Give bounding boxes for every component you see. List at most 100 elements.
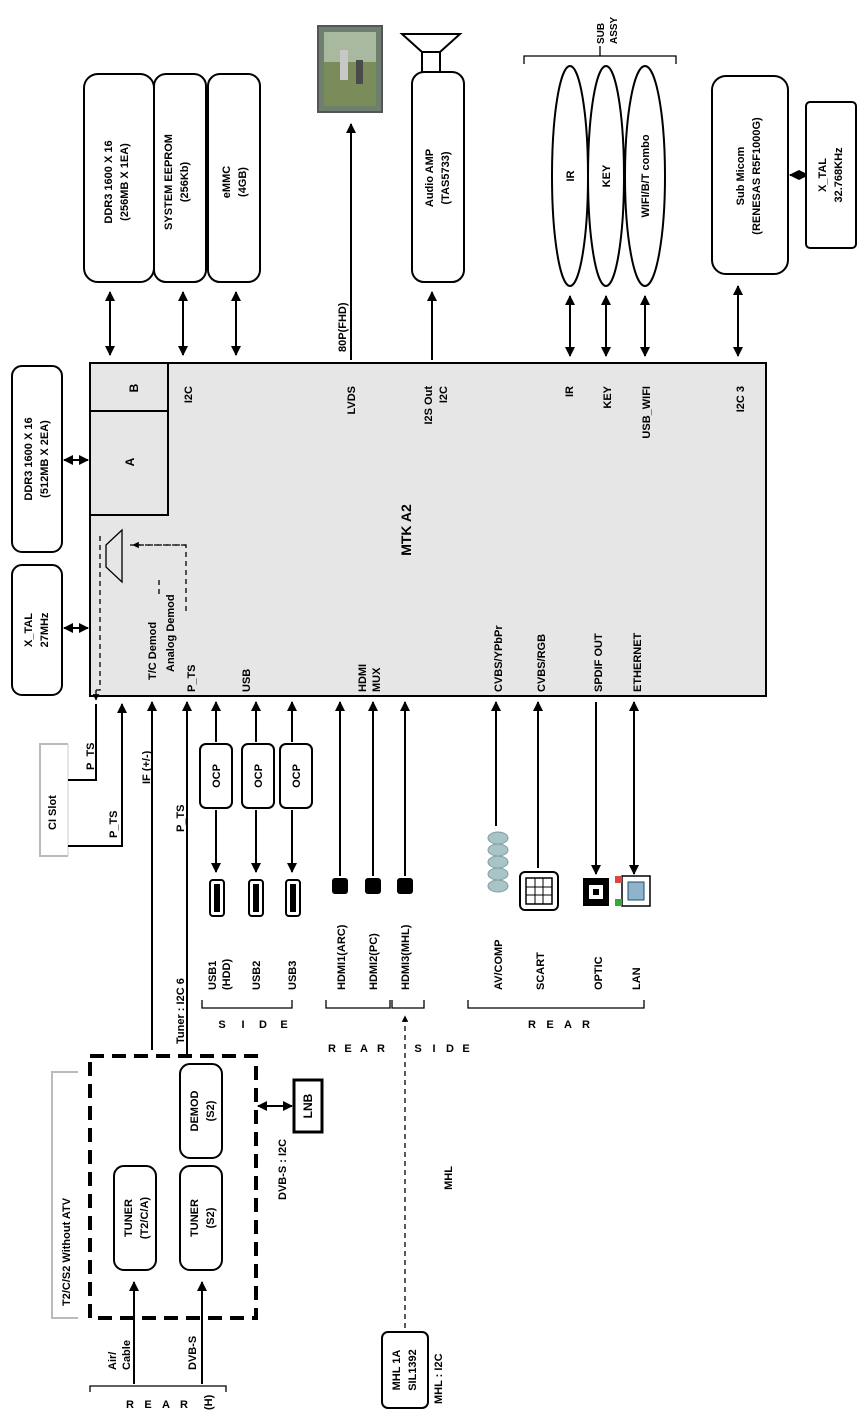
hdmi2-label: HDMI2(PC) xyxy=(368,933,380,990)
svg-text:TUNER: TUNER xyxy=(123,1199,135,1237)
svg-text:R: R xyxy=(582,1019,590,1031)
emmc-box: eMMC (4GB) xyxy=(207,73,261,283)
pin-usb: USB xyxy=(241,669,253,692)
hdmi-section: HDMI1(ARC) HDMI2(PC) HDMI3(MHL) R E A R … xyxy=(325,701,470,1328)
p-ts-label-1: P_TS xyxy=(85,742,97,770)
mhl-chip-box: MHL 1A SIL1392 xyxy=(381,1331,429,1409)
svg-text:(TAS5733): (TAS5733) xyxy=(440,151,452,204)
pin-a: A xyxy=(123,457,137,466)
tuner-module-title: T2/C/S2 Without ATV xyxy=(61,1197,73,1306)
ddr3-left-box: DDR3 1600 X 16 (512MB X 2EA) xyxy=(11,365,63,553)
svg-text:E: E xyxy=(344,1043,351,1055)
pin-key: KEY xyxy=(602,385,614,408)
svg-text:(S2): (S2) xyxy=(205,1100,217,1121)
pin-hdmi: HDMI xyxy=(357,664,369,692)
usb2-label: USB2 xyxy=(251,961,263,990)
sub-assy-bracket: SUB ASSY xyxy=(523,16,677,64)
sub-micom-box: Sub Micom (RENESAS R5F1000G) xyxy=(711,75,789,275)
svg-text:SYSTEM EEPROM: SYSTEM EEPROM xyxy=(163,134,175,230)
svg-text:27MHz: 27MHz xyxy=(39,612,51,647)
mhl-label: MHL xyxy=(443,1166,455,1190)
av-comp-label: AV/COMP xyxy=(493,939,505,990)
lan-connector-icon xyxy=(615,875,651,907)
pin-mux: MUX xyxy=(371,667,383,692)
svg-text:X_TAL: X_TAL xyxy=(817,158,829,192)
demod-s2-box: DEMOD (S2) xyxy=(179,1063,223,1159)
pin-i2s-i2c: I2C xyxy=(438,386,450,403)
svg-text:SUB: SUB xyxy=(596,23,607,44)
xtal-32k-box: X_TAL 32.768KHz xyxy=(805,101,857,249)
tuner-s2-box: TUNER (S2) xyxy=(179,1165,223,1271)
usb1-label: USB1 xyxy=(207,961,219,990)
svg-text:SIL1392: SIL1392 xyxy=(407,1349,419,1391)
svg-text:R: R xyxy=(377,1043,385,1055)
usb1-sub-label: (HDD) xyxy=(221,959,233,990)
pin-tc-demod: T/C Demod xyxy=(147,622,159,680)
lan-label: LAN xyxy=(631,967,643,990)
svg-text:MHL 1A: MHL 1A xyxy=(391,1350,403,1391)
ir-oval: IR xyxy=(551,65,589,287)
pin-lvds: LVDS xyxy=(346,386,358,415)
pin-p-ts: P_TS xyxy=(186,664,198,692)
svg-text:(256MB X 1EA): (256MB X 1EA) xyxy=(119,143,131,221)
rear-io-section: AV/COMP SCART OPTIC LAN R E A R xyxy=(467,701,651,1031)
svg-text:S: S xyxy=(414,1043,421,1055)
svg-text:32.768KHz: 32.768KHz xyxy=(833,147,845,203)
svg-text:(T2/C/A): (T2/C/A) xyxy=(139,1197,151,1240)
lnb-box: LNB xyxy=(292,1078,324,1134)
svg-text:A: A xyxy=(360,1043,368,1055)
audio-amp-box: Audio AMP (TAS5733) xyxy=(411,71,465,283)
svg-text:A: A xyxy=(564,1019,572,1031)
svg-text:(512MB X 2EA): (512MB X 2EA) xyxy=(39,420,51,498)
svg-text:WIFI/B/T combo: WIFI/B/T combo xyxy=(640,134,652,217)
hdmi2-port-icon xyxy=(365,878,381,894)
av-comp-connector-icon xyxy=(487,831,509,893)
dvbs-i2c-label: DVB-S : I2C xyxy=(277,1139,289,1200)
svg-text:OCP: OCP xyxy=(211,764,223,788)
svg-text:I: I xyxy=(241,1019,244,1031)
scart-label: SCART xyxy=(535,952,547,990)
svg-text:(H): (H) xyxy=(203,1394,215,1410)
ocp-box-2 xyxy=(241,743,275,809)
svg-text:CI Slot: CI Slot xyxy=(47,795,59,830)
key-oval: KEY xyxy=(587,65,625,287)
p-ts-label-3: P_TS xyxy=(175,804,187,832)
hdmi3-port-icon xyxy=(397,878,413,894)
soc-mtk-a2: MTK A2 B A I2C LVDS I2S Out I2C IR KEY U… xyxy=(89,362,767,697)
speaker-icon xyxy=(399,33,463,75)
svg-text:D: D xyxy=(259,1019,267,1031)
svg-text:eMMC: eMMC xyxy=(221,166,233,198)
ocp-box-3 xyxy=(279,743,313,809)
svg-text:OCP: OCP xyxy=(253,764,265,788)
svg-text:Audio AMP: Audio AMP xyxy=(424,149,436,207)
if-label: IF (+/-) xyxy=(141,750,153,784)
tuner-i2c-label: Tuner : I2C 6 xyxy=(175,978,187,1044)
ci-slot: CI Slot xyxy=(39,743,69,857)
pin-b: B xyxy=(127,383,141,392)
hdmi1-port-icon xyxy=(332,878,348,894)
svg-text:D: D xyxy=(446,1043,454,1055)
demod-mux-symbol xyxy=(105,528,123,584)
svg-text:(4GB): (4GB) xyxy=(237,167,249,197)
scart-connector-icon xyxy=(519,871,559,911)
pin-ethernet: ETHERNET xyxy=(632,632,644,692)
svg-text:E: E xyxy=(144,1399,151,1411)
pin-spdif: SPDIF OUT xyxy=(593,633,605,692)
svg-text:IR: IR xyxy=(565,170,577,181)
dvbs-label: DVB-S xyxy=(187,1336,199,1370)
svg-text:DDR3 1600 X 16: DDR3 1600 X 16 xyxy=(103,140,115,223)
soc-block-a xyxy=(89,410,169,516)
p-ts-label-2: P_TS xyxy=(108,810,120,838)
svg-text:OCP: OCP xyxy=(291,764,303,788)
optic-connector-icon xyxy=(583,878,609,906)
pin-cvbs-rgb: CVBS/RGB xyxy=(536,634,548,692)
svg-text:X_TAL: X_TAL xyxy=(23,613,35,647)
svg-text:E: E xyxy=(280,1019,287,1031)
mhl-i2c-label: MHL : I2C xyxy=(433,1353,445,1404)
usb3-label: USB3 xyxy=(287,961,299,990)
svg-text:E: E xyxy=(546,1019,553,1031)
svg-text:R: R xyxy=(328,1043,336,1055)
wifi-oval: WIFI/B/T combo xyxy=(624,65,666,287)
svg-text:Sub Micom: Sub Micom xyxy=(735,146,747,205)
svg-text:(256Kb): (256Kb) xyxy=(179,161,191,202)
